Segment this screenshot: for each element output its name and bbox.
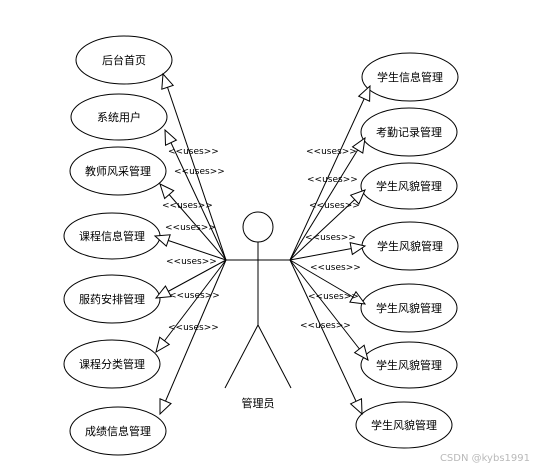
use-case-label: 课程分类管理 [79, 357, 145, 371]
arrowhead [351, 136, 366, 154]
actor-head [242, 211, 274, 243]
use-case-left-1[interactable]: 后台首页 [75, 35, 173, 85]
association-line [155, 259, 227, 353]
association-line [289, 259, 363, 415]
uses-label: <<uses>> [307, 175, 358, 185]
use-case-label: 学生信息管理 [377, 70, 443, 84]
association-line [159, 259, 227, 415]
actor-label: 管理员 [242, 396, 275, 410]
arrowhead [349, 290, 367, 305]
use-case-label: 教师风采管理 [85, 164, 151, 178]
uses-label: <<uses>> [165, 223, 216, 233]
arrowhead [164, 128, 178, 146]
arrowhead [159, 398, 172, 416]
association-line [162, 73, 227, 261]
use-case-left-5[interactable]: 服药安排管理 [63, 274, 161, 324]
uses-label: <<uses>> [168, 147, 219, 157]
use-case-left-7[interactable]: 成绩信息管理 [69, 406, 167, 456]
uses-relations [153, 72, 371, 416]
use-case-label: 学生风貌管理 [371, 418, 437, 432]
association-line [164, 129, 227, 261]
association-line [289, 137, 366, 261]
arrowhead [349, 242, 367, 256]
use-case-left-6[interactable]: 课程分类管理 [63, 339, 161, 389]
use-case-left-2[interactable]: 系统用户 [70, 93, 168, 141]
use-case-label: 学生风貌管理 [376, 301, 442, 315]
use-case-right-5[interactable]: 学生风貌管理 [360, 283, 458, 333]
use-case-left-3[interactable]: 教师风采管理 [69, 146, 167, 196]
use-case-right-4[interactable]: 学生风貌管理 [361, 221, 459, 271]
use-case-right-1[interactable]: 学生信息管理 [361, 52, 459, 102]
arrowhead [353, 344, 369, 362]
use-case-label: 考勤记录管理 [376, 125, 442, 139]
uses-label: <<uses>> [309, 201, 360, 211]
arrowhead [349, 398, 363, 416]
association-line [289, 85, 371, 261]
arrowhead [154, 285, 172, 299]
uses-label: <<uses>> [310, 263, 361, 273]
uses-label: <<uses>> [300, 321, 351, 331]
association-line [289, 259, 369, 361]
actor-left-leg [224, 324, 259, 389]
watermark: CSDN @kybs1991 [439, 453, 530, 464]
use-case-label: 学生风貌管理 [377, 239, 443, 253]
arrowhead [357, 84, 371, 102]
use-case-label: 学生风貌管理 [376, 358, 442, 372]
uses-label: <<uses>> [306, 147, 357, 157]
actor-right-leg [257, 324, 292, 389]
uses-label: <<uses>> [305, 233, 356, 243]
use-case-label: 系统用户 [97, 110, 141, 124]
use-case-label: 成绩信息管理 [85, 424, 151, 438]
uses-label: <<uses>> [166, 257, 217, 267]
use-case-right-3[interactable]: 学生风貌管理 [360, 162, 458, 210]
use-case-label: 服药安排管理 [79, 292, 145, 306]
use-case-label: 学生风貌管理 [376, 179, 442, 193]
actor [224, 211, 292, 389]
association-line [159, 183, 227, 261]
arrowhead [159, 183, 175, 200]
arrowhead [155, 336, 171, 354]
uses-label: <<uses>> [174, 167, 225, 177]
association-line [289, 189, 366, 261]
use-case-label: 后台首页 [102, 53, 146, 67]
use-case-right-6[interactable]: 学生风貌管理 [360, 341, 458, 389]
arrowhead [153, 234, 171, 248]
arrowhead [349, 189, 366, 205]
uses-label: <<uses>> [169, 291, 220, 301]
uses-label: <<uses>> [162, 201, 213, 211]
left-use-cases: 后台首页 系统用户 教师风采管理 课程信息管理 服药安排管理 课程分类管理 成绩… [63, 35, 173, 456]
right-use-cases: 学生信息管理 考勤记录管理 学生风貌管理 学生风貌管理 学生风貌管理 学生风貌管… [355, 52, 459, 449]
uses-label: <<uses>> [168, 323, 219, 333]
uses-labels: <<uses>> <<uses>> <<uses>> <<uses>> <<us… [162, 147, 361, 333]
arrowhead [161, 72, 175, 90]
use-case-label: 课程信息管理 [79, 229, 145, 243]
use-case-right-2[interactable]: 考勤记录管理 [360, 107, 458, 157]
uses-label: <<uses>> [308, 292, 359, 302]
use-case-left-4[interactable]: 课程信息管理 [63, 212, 161, 260]
use-case-right-7[interactable]: 学生风貌管理 [355, 401, 453, 449]
